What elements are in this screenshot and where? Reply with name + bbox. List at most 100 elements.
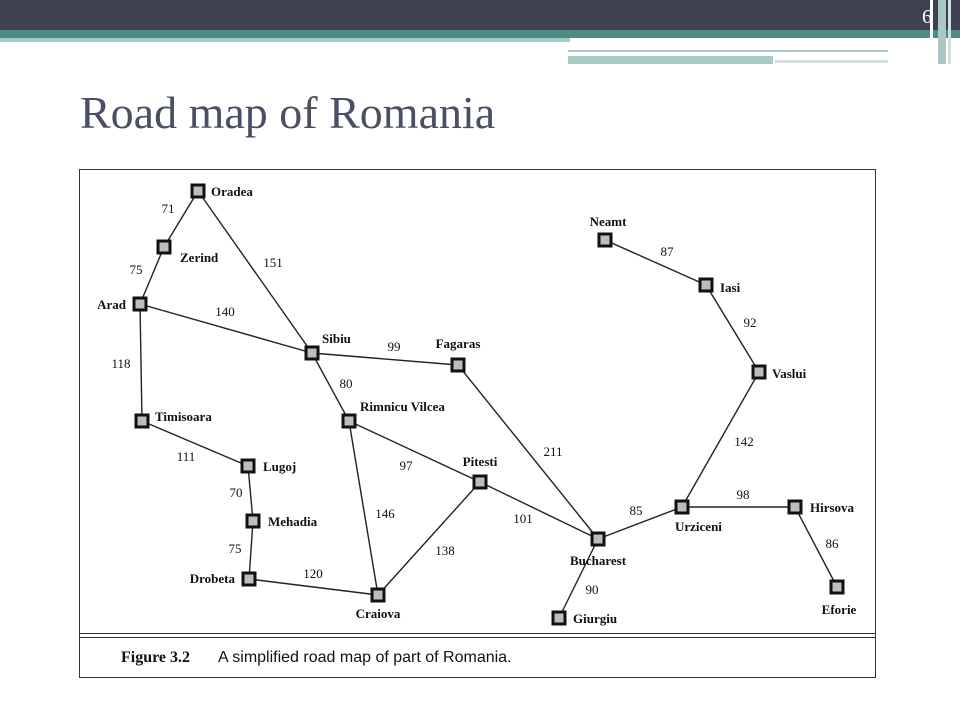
city-label-eforie: Eforie [822, 602, 857, 617]
road-iasi-neamt [604, 239, 707, 286]
caption-divider-bottom [79, 637, 876, 638]
city-label-pitesti: Pitesti [463, 454, 498, 469]
road-distance-drobeta-craiova: 120 [303, 566, 323, 581]
header-stripe-mid [568, 42, 888, 52]
header-vrule-3 [948, 0, 951, 64]
road-timisoara-lugoj [141, 420, 249, 467]
city-node-giurgiu [551, 610, 567, 626]
city-node-urziceni [674, 499, 690, 515]
city-label-vaslui: Vaslui [772, 366, 807, 381]
city-label-lugoj: Lugoj [263, 459, 296, 474]
city-node-fagaras [450, 357, 466, 373]
road-distance-urziceni-vaslui: 142 [734, 434, 754, 449]
city-node-iasi [698, 277, 714, 293]
city-node-neamt [597, 232, 613, 248]
road-distance-bucharest-urziceni: 85 [630, 503, 643, 518]
road-distance-rimnicu-pitesti: 97 [400, 458, 414, 473]
road-arad-sibiu [139, 303, 313, 354]
city-node-craiova [370, 587, 386, 603]
city-label-iasi: Iasi [720, 280, 741, 295]
road-craiova-pitesti [377, 481, 481, 596]
figure-caption-text: A simplified road map of part of Romania… [218, 649, 512, 666]
header-stripe-low [568, 56, 773, 64]
header-stripe-thin [775, 60, 888, 63]
header-vrule-1 [930, 0, 933, 62]
road-oradea-sibiu [197, 190, 313, 354]
road-hirsova-eforie [794, 506, 838, 588]
figure-frame [79, 169, 876, 678]
road-arad-timisoara [139, 303, 143, 422]
road-fagaras-bucharest [457, 364, 599, 540]
city-node-arad [132, 296, 148, 312]
road-drobeta-craiova [248, 578, 379, 596]
city-label-drobeta: Drobeta [190, 571, 236, 586]
header-accent-band [0, 30, 960, 38]
road-distance-urziceni-hirsova: 98 [737, 487, 750, 502]
road-distance-arad-sibiu: 140 [215, 304, 235, 319]
road-distance-hirsova-eforie: 86 [826, 536, 840, 551]
road-lugoj-mehadia [247, 465, 254, 522]
city-label-oradea: Oradea [211, 184, 253, 199]
road-distance-vaslui-iasi: 92 [744, 315, 757, 330]
slide-number: 6 [922, 6, 932, 28]
city-label-arad: Arad [97, 297, 127, 312]
slide-header-bar [0, 0, 960, 30]
road-distance-timisoara-lugoj: 111 [177, 449, 196, 464]
city-label-bucharest: Bucharest [570, 553, 627, 568]
city-node-hirsova [787, 499, 803, 515]
figure-caption: Figure 3.2 A simplified road map of part … [121, 649, 512, 667]
road-rimnicu-craiova [348, 420, 379, 596]
road-distance-mehadia-drobeta: 75 [229, 541, 242, 556]
city-label-mehadia: Mehadia [268, 514, 318, 529]
road-distance-sibiu-rimnicu: 80 [340, 376, 353, 391]
road-pitesti-bucharest [479, 481, 599, 540]
city-label-neamt: Neamt [590, 214, 627, 229]
caption-divider-top [79, 633, 876, 634]
road-distance-oradea-sibiu: 151 [263, 255, 283, 270]
road-rimnicu-pitesti [348, 420, 481, 483]
city-node-oradea [190, 183, 206, 199]
city-node-timisoara [134, 413, 150, 429]
road-distance-oradea-zerind: 71 [162, 201, 175, 216]
road-sibiu-rimnicu [311, 352, 350, 422]
road-distance-iasi-neamt: 87 [661, 244, 675, 259]
slide-title: Road map of Romania [80, 87, 496, 138]
city-node-vaslui [751, 364, 767, 380]
city-label-timisoara: Timisoara [155, 409, 212, 424]
city-label-urziceni: Urziceni [675, 519, 722, 534]
city-label-giurgiu: Giurgiu [573, 611, 617, 626]
road-distance-sibiu-fagaras: 99 [388, 339, 401, 354]
road-urziceni-vaslui [681, 371, 760, 508]
road-bucharest-urziceni [597, 506, 683, 540]
figure-label: Figure 3.2 [121, 649, 191, 666]
road-distance-craiova-pitesti: 138 [435, 543, 455, 558]
header-stripe-left [0, 38, 570, 42]
city-label-zerind: Zerind [180, 250, 219, 265]
road-vaslui-iasi [705, 284, 760, 373]
road-sibiu-fagaras [311, 352, 459, 366]
city-node-bucharest [590, 531, 606, 547]
city-label-craiova: Craiova [356, 606, 401, 621]
city-node-mehadia [245, 513, 261, 529]
road-bucharest-giurgiu [558, 538, 599, 619]
city-node-drobeta [241, 571, 257, 587]
road-distance-arad-timisoara: 118 [111, 356, 130, 371]
road-distance-bucharest-giurgiu: 90 [586, 582, 599, 597]
city-label-sibiu: Sibiu [322, 331, 351, 346]
road-zerind-arad [139, 246, 165, 305]
road-distance-lugoj-mehadia: 70 [230, 485, 243, 500]
city-label-hirsova: Hirsova [810, 500, 855, 515]
city-node-sibiu [304, 345, 320, 361]
road-distance-fagaras-bucharest: 211 [543, 444, 562, 459]
city-label-fagaras: Fagaras [436, 336, 481, 351]
road-distance-zerind-arad: 75 [130, 262, 143, 277]
road-mehadia-drobeta [248, 520, 254, 580]
road-distance-pitesti-bucharest: 101 [513, 511, 533, 526]
city-node-rimnicu [341, 413, 357, 429]
city-label-rimnicu: Rimnicu Vilcea [360, 399, 445, 414]
road-distance-rimnicu-craiova: 146 [375, 506, 395, 521]
city-node-eforie [829, 579, 845, 595]
road-oradea-zerind [163, 190, 199, 248]
city-node-pitesti [472, 474, 488, 490]
